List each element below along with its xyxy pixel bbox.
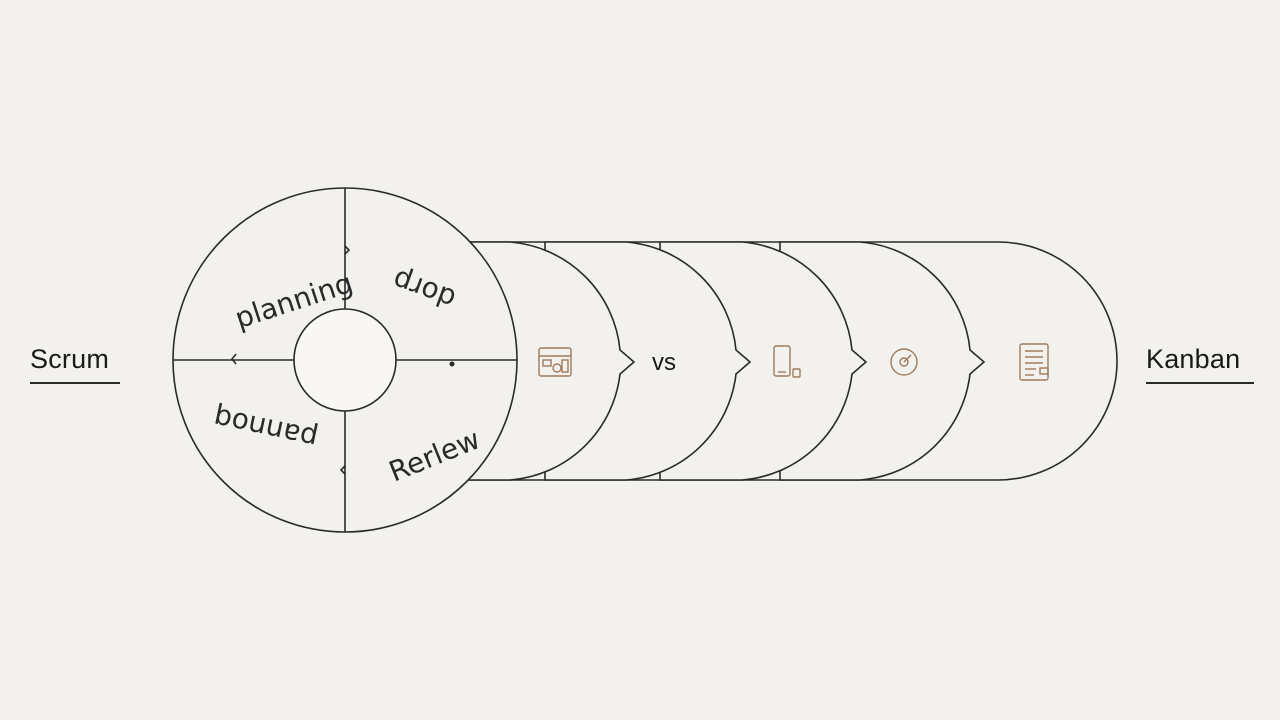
scrum-underline <box>30 382 120 384</box>
target-clock-icon <box>890 348 918 376</box>
scrum-cycle-wheel <box>172 187 518 533</box>
kanban-underline <box>1146 382 1254 384</box>
kanban-label: Kanban <box>1146 344 1254 384</box>
checklist-document-icon <box>1019 343 1049 381</box>
kanban-label-text: Kanban <box>1146 344 1241 374</box>
vs-label: vs <box>652 349 676 376</box>
kanban-board-icon <box>538 347 572 377</box>
scrum-label: Scrum <box>30 344 120 384</box>
scrum-label-text: Scrum <box>30 344 110 374</box>
mobile-device-icon <box>773 345 801 378</box>
